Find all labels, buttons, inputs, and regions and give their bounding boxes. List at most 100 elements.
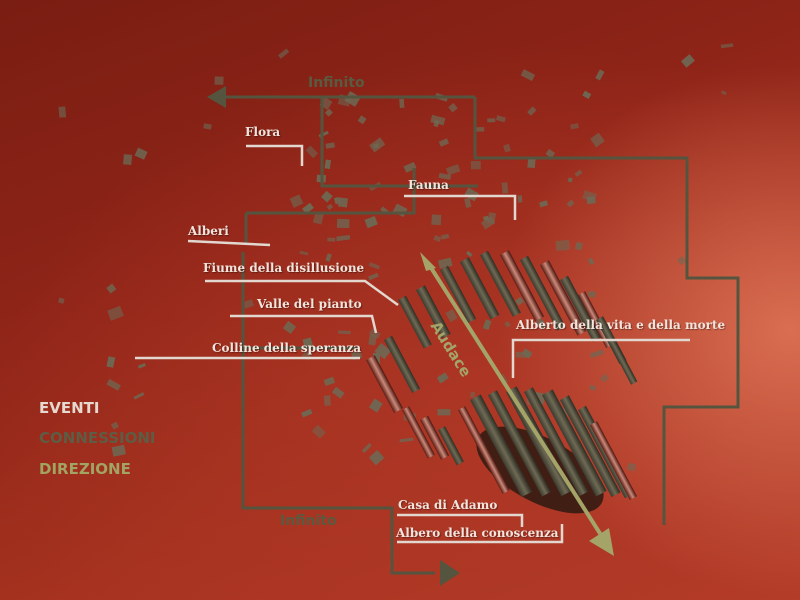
debris-fragment (305, 145, 319, 159)
debris-fragment (720, 90, 727, 96)
label-infinito-top: Infinito (308, 75, 365, 91)
debris-fragment (465, 250, 473, 258)
debris-fragment (368, 328, 381, 340)
cylinder-slat (401, 406, 435, 459)
debris-fragment (515, 351, 529, 358)
debris-fragment (517, 195, 523, 203)
leader-fauna (404, 194, 517, 220)
arrowhead-infinito-bottom (440, 560, 460, 586)
debris-fragment (392, 203, 408, 218)
legend-direzione: DIREZIONE (39, 460, 131, 478)
leader-albero-conoscenza (397, 524, 564, 544)
cylinder-slat (439, 265, 477, 323)
debris-fragment (595, 69, 605, 81)
debris-fragment (337, 197, 349, 208)
label-albero-conoscenza: Albero della conoscenza (396, 526, 559, 540)
debris-fragment (438, 138, 450, 147)
debris-fragment (311, 424, 326, 439)
connection-fiume (241, 252, 435, 575)
arrowhead-infinito-top (207, 86, 226, 108)
cylinder-slat (384, 335, 421, 393)
debris-fragment (302, 202, 314, 214)
cylinder-slat (520, 255, 566, 331)
debris-fragment (504, 321, 511, 328)
debris-fragment (336, 234, 351, 242)
label-fiume: Fiume della disillusione (203, 261, 365, 275)
debris-fragment (515, 296, 525, 306)
debris-fragment (483, 215, 489, 221)
debris-fragment (107, 305, 124, 321)
debris-fragment (364, 215, 378, 229)
debris-fragment (681, 54, 695, 68)
debris-fragment (438, 257, 453, 269)
debris-fragment (589, 349, 604, 359)
debris-fragment (574, 241, 583, 251)
debris-fragment (527, 158, 536, 169)
label-colline: Colline della speranza (212, 341, 362, 355)
cylinder-slat (542, 389, 607, 497)
debris-fragment (323, 395, 331, 406)
label-casa: Casa di Adamo (398, 498, 498, 512)
debris-fragment (368, 272, 379, 281)
cylinder-slat (540, 260, 587, 336)
debris-fragment (324, 159, 332, 169)
debris-fragment (445, 308, 458, 323)
debris-fragment (430, 114, 446, 126)
debris-fragment (589, 384, 597, 391)
debris-fragment (336, 218, 350, 229)
debris-fragment (445, 164, 461, 176)
cylinder-slat (560, 395, 621, 498)
debris-fragment (323, 376, 336, 386)
debris-fragment (448, 102, 458, 113)
debris-fragment (440, 233, 450, 240)
cylinder-slat (524, 387, 589, 497)
debris-fragment (566, 199, 575, 208)
debris-fragment (368, 450, 385, 466)
debris-fragment (677, 255, 687, 266)
debris-fragment (361, 443, 372, 454)
connection-flora (320, 97, 478, 188)
debris-fragment (599, 373, 610, 383)
debris-fragment (475, 127, 485, 132)
debris-fragment (539, 200, 549, 208)
debris-fragment (110, 421, 120, 430)
debris-fragment (438, 375, 445, 383)
cylinder-slat (460, 257, 500, 320)
debris-fragment (590, 132, 605, 148)
debris-fragment (326, 203, 334, 210)
debris-fragment (327, 237, 336, 242)
debris-fragment (720, 43, 734, 49)
leader-valle (230, 314, 378, 334)
debris-fragment (582, 90, 592, 99)
debris-fragment (320, 190, 333, 203)
debris-fragment (399, 437, 414, 443)
debris-fragment (338, 330, 351, 335)
direction-arrow (420, 252, 614, 556)
cylinder-slat (420, 415, 450, 460)
debris-fragment (495, 115, 506, 123)
debris-fragment (470, 391, 476, 398)
debris-fragment (582, 190, 597, 203)
debris-fragment (527, 106, 537, 116)
debris-fragment (299, 250, 309, 256)
debris-fragment (325, 253, 332, 262)
debris-fragment (106, 356, 116, 368)
leader-alberi (187, 239, 271, 247)
debris-fragment (369, 137, 386, 153)
debris-fragment (545, 148, 556, 159)
debris-fragment (463, 187, 479, 202)
debris-fragment (433, 235, 442, 243)
debris-fragment (567, 177, 573, 183)
debris-fragment (331, 386, 345, 399)
label-flora: Flora (245, 125, 281, 139)
debris-fragment (464, 197, 472, 208)
debris-fragment (626, 462, 637, 472)
debris-fragment (501, 182, 509, 194)
debris-fragment (123, 154, 133, 165)
cylinder-slat (365, 355, 403, 413)
debris-fragment (374, 343, 392, 360)
debris-fragment (106, 378, 121, 391)
connection-fauna (246, 168, 416, 215)
debris-fragment (282, 320, 297, 334)
